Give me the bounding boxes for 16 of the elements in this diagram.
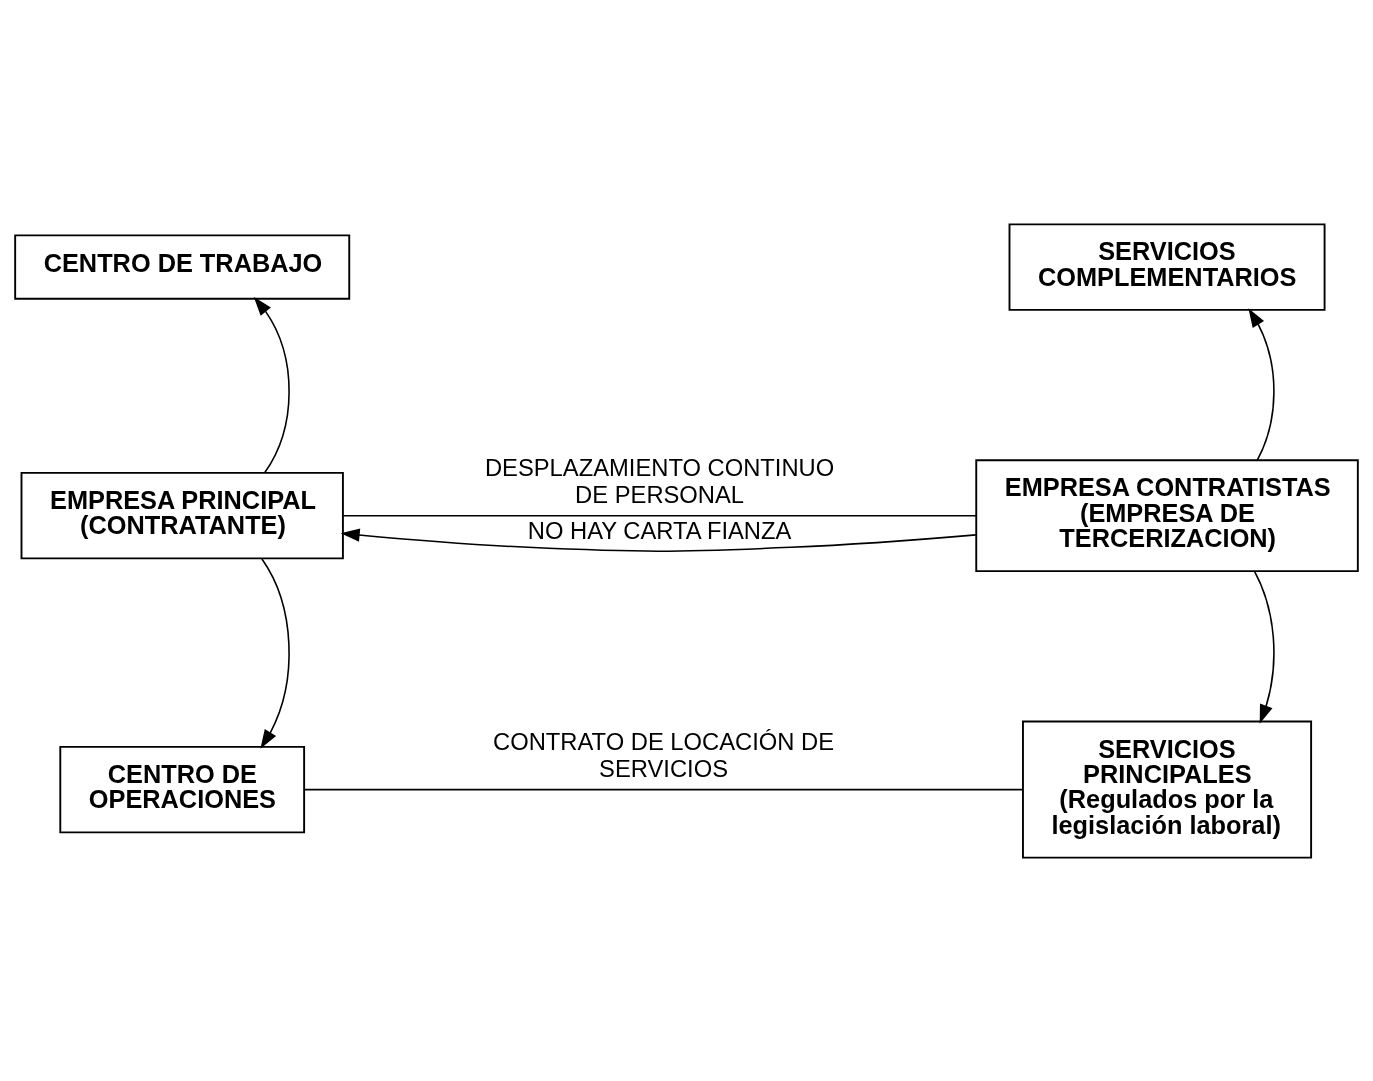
edge-label: NO HAY CARTA FIANZA	[527, 516, 792, 544]
node-box: CENTRO DE TRABAJO	[14, 233, 351, 300]
connector	[303, 788, 1024, 790]
connector	[342, 514, 977, 516]
arrow	[1253, 570, 1275, 724]
node-box: EMPRESA CONTRATISTAS (EMPRESA DE TERCERIZACION)	[975, 458, 1359, 572]
edge-label: DESPLAZAMIENTO CONTINUO DE PERSONAL	[484, 453, 835, 508]
arrow	[260, 557, 290, 749]
node-box: SERVICIOS COMPLEMENTARIOS	[1008, 222, 1326, 311]
node-box: CENTRO DE OPERACIONES	[59, 745, 306, 833]
arrow	[253, 296, 290, 473]
arrow	[1248, 307, 1275, 461]
edge-label: CONTRATO DE LOCACIÓN DE SERVICIOS	[493, 727, 834, 782]
node-box: SERVICIOS PRINCIPALES (Regulados por la legislación laboral)	[1022, 720, 1313, 859]
node-box: EMPRESA PRINCIPAL (CONTRATANTE)	[20, 471, 344, 559]
arrow	[340, 527, 977, 552]
